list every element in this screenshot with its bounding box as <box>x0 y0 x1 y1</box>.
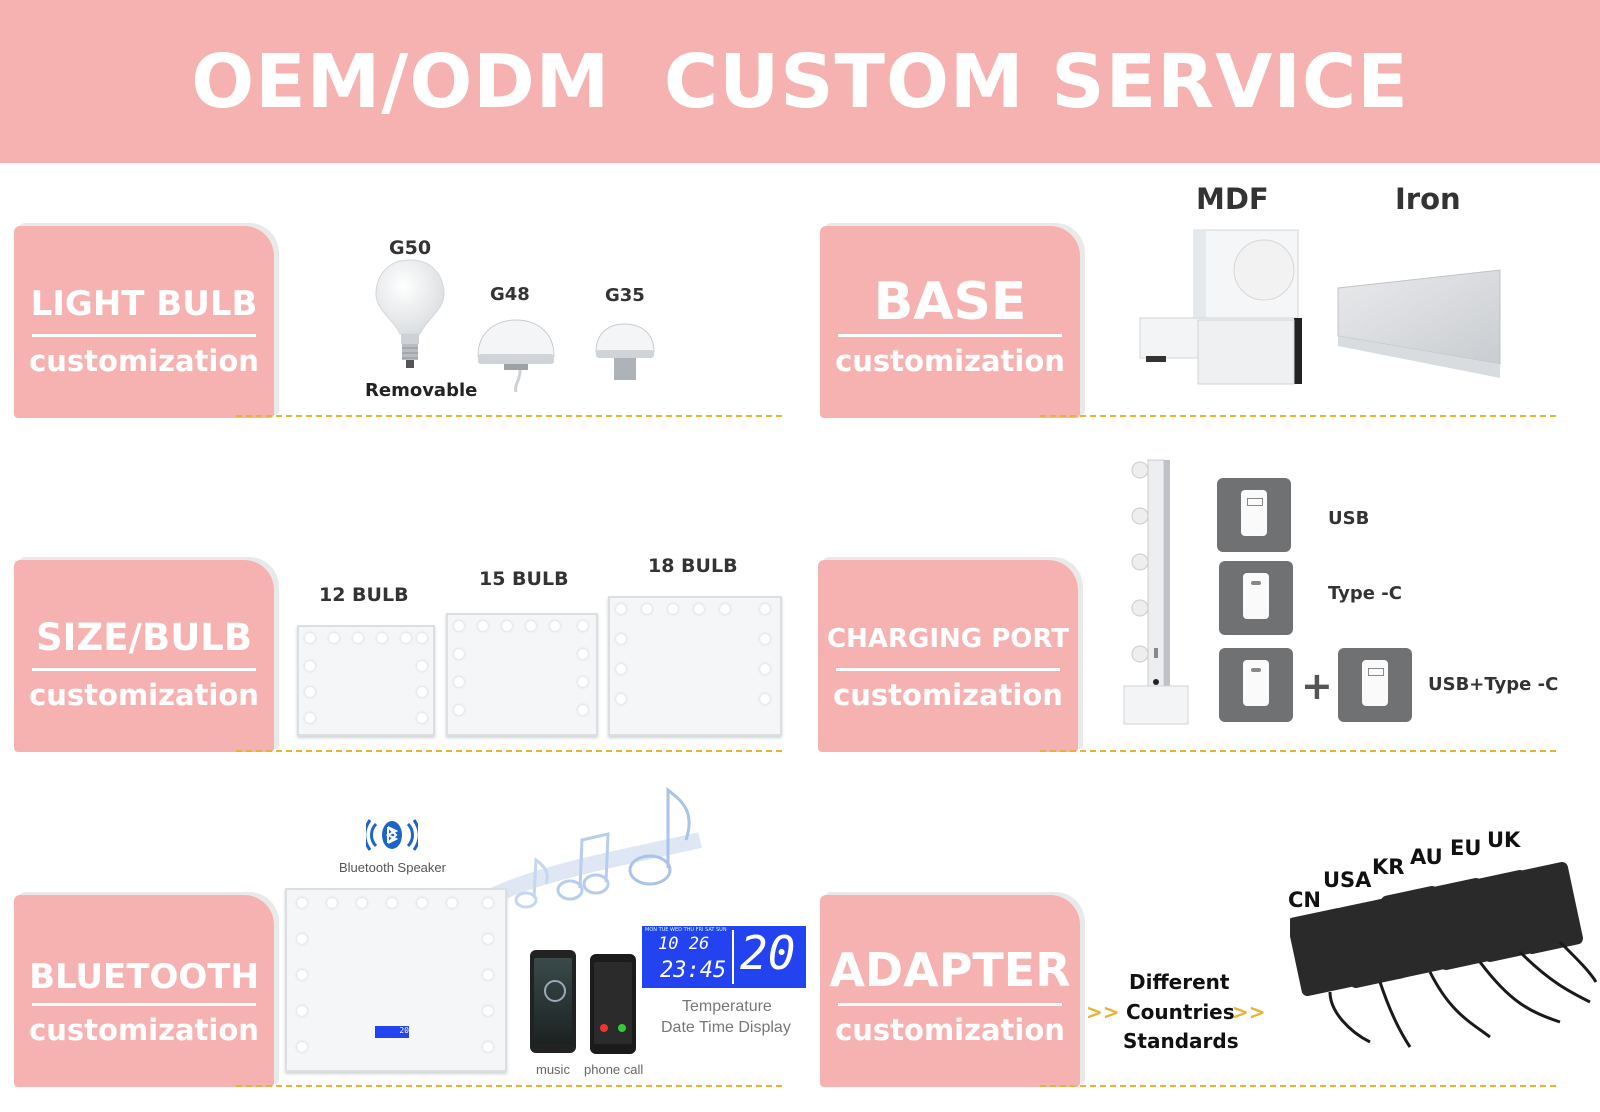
card-title: LIGHT BULB <box>30 284 258 324</box>
divider <box>32 1003 256 1006</box>
lcd-weekdays: MON TUE WED THU FRI SAT SUN <box>645 927 727 933</box>
temperature-label: Temperature <box>682 998 772 1015</box>
g48-bulb-image <box>477 319 555 393</box>
country-cn: CN <box>1288 888 1321 912</box>
g35-bulb-image <box>595 323 655 380</box>
phone-call-label: phone call <box>584 1062 644 1077</box>
mdf-label: MDF <box>1196 182 1269 216</box>
g35-label: G35 <box>605 285 645 306</box>
mirror-18-bulb <box>608 596 782 736</box>
g48-label: G48 <box>490 284 530 305</box>
countries-label: Countries <box>1126 1000 1235 1024</box>
arrow-left-icon: >> <box>1086 1000 1120 1024</box>
adapter-card: ADAPTER customization <box>820 895 1080 1087</box>
mirror-15-bulb <box>446 613 598 736</box>
18-bulb-label: 18 BULB <box>648 555 738 577</box>
removable-label: Removable <box>365 380 478 401</box>
standards-label: Standards <box>1123 1029 1239 1053</box>
lcd-display-image: MON TUE WED THU FRI SAT SUN 10 26 23:45 … <box>642 926 806 988</box>
iron-base-image <box>1337 269 1501 378</box>
usb-port-icon <box>1338 648 1412 722</box>
iron-label: Iron <box>1395 182 1461 216</box>
divider <box>32 668 256 671</box>
card-title: ADAPTER <box>829 943 1071 997</box>
divider <box>838 1003 1062 1006</box>
lcd-time: 23:45 <box>660 958 727 983</box>
bluetooth-icon <box>366 819 418 851</box>
mirror-side-view-image <box>1123 459 1189 725</box>
date-time-display-label: Date Time Display <box>661 1019 791 1036</box>
15-bulb-label: 15 BULB <box>479 568 569 590</box>
country-au: AU <box>1410 845 1443 869</box>
plus-sign: + <box>1301 664 1333 708</box>
card-subtitle: customization <box>29 344 259 378</box>
card-subtitle: customization <box>29 1013 259 1047</box>
type-c-port-icon <box>1219 648 1293 722</box>
dashed-divider <box>236 1085 782 1087</box>
dashed-divider <box>1040 750 1556 752</box>
card-subtitle: customization <box>835 1013 1065 1047</box>
country-kr: KR <box>1372 855 1405 879</box>
card-title: SIZE/BULB <box>35 616 253 659</box>
usb-port-icon <box>1217 478 1291 552</box>
bluetooth-mirror: 20 <box>285 888 507 1072</box>
adapters-image <box>1290 862 1598 1048</box>
light-bulb-card: LIGHT BULB customization <box>14 226 274 418</box>
mini-lcd-display: 20 <box>375 1026 409 1038</box>
music-label: music <box>536 1062 570 1077</box>
phone-call-image <box>590 954 636 1054</box>
bluetooth-speaker-label: Bluetooth Speaker <box>339 860 446 875</box>
size-bulb-card: SIZE/BULB customization <box>14 560 274 752</box>
lcd-date: 10 26 <box>658 934 710 954</box>
usb-label: USB <box>1328 508 1370 529</box>
divider <box>32 334 256 337</box>
bluetooth-card: BLUETOOTH customization <box>14 895 274 1087</box>
dashed-divider <box>1040 415 1556 417</box>
phone-music-image <box>530 950 576 1053</box>
lcd-temperature: 20 <box>740 926 796 980</box>
card-subtitle: customization <box>835 344 1065 378</box>
12-bulb-label: 12 BULB <box>319 584 409 606</box>
g50-label: G50 <box>389 237 432 259</box>
charging-port-card: CHARGING PORT customization <box>818 560 1078 752</box>
header-banner: OEM/ODM CUSTOM SERVICE <box>0 0 1600 163</box>
card-subtitle: customization <box>833 678 1063 712</box>
divider <box>836 668 1060 671</box>
card-title: BLUETOOTH <box>29 957 259 997</box>
mdf-base-image <box>1139 229 1302 385</box>
card-subtitle: customization <box>29 678 259 712</box>
divider <box>838 334 1062 337</box>
country-uk: UK <box>1487 828 1521 852</box>
country-usa: USA <box>1323 868 1372 892</box>
arrow-right-icon: >> <box>1232 1000 1266 1024</box>
base-card: BASE customization <box>820 226 1080 418</box>
card-title: CHARGING PORT <box>827 624 1069 654</box>
mirror-12-bulb <box>297 625 435 736</box>
g50-bulb-image <box>375 259 445 368</box>
dashed-divider <box>236 415 782 417</box>
different-label: Different <box>1129 970 1230 994</box>
dashed-divider <box>236 750 782 752</box>
dashed-divider <box>1040 1085 1556 1087</box>
type-c-label: Type -C <box>1328 583 1402 604</box>
page-title: OEM/ODM CUSTOM SERVICE <box>191 38 1409 125</box>
usb-type-c-label: USB+Type -C <box>1428 674 1559 695</box>
type-c-port-icon <box>1219 561 1293 635</box>
card-title: BASE <box>873 272 1027 332</box>
country-eu: EU <box>1450 836 1482 860</box>
